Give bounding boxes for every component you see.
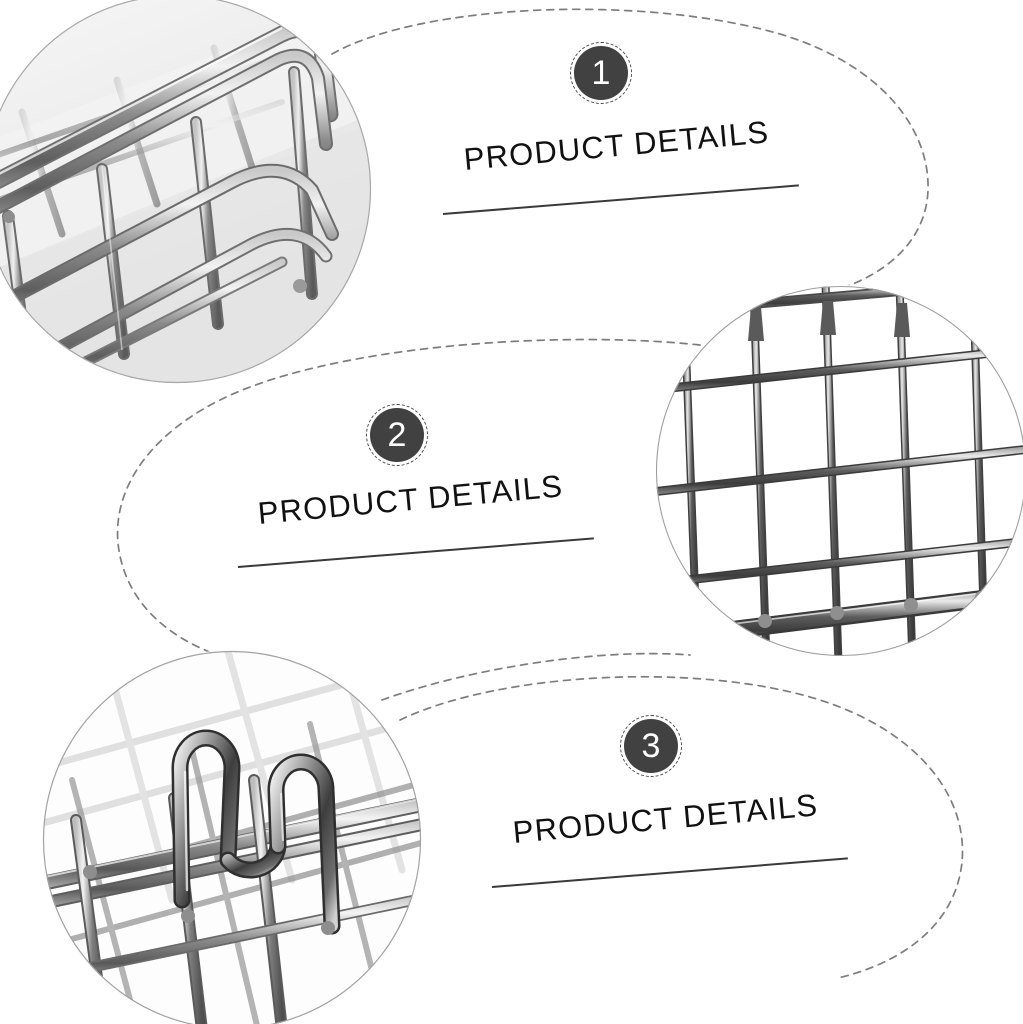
step-rule-3 <box>491 857 848 888</box>
step-badge-1: 1 <box>570 42 632 104</box>
step-caption-3: PRODUCT DETAILS <box>511 787 820 850</box>
badge-number-3: 3 <box>624 719 678 773</box>
badge-ring-1 <box>570 42 632 104</box>
badge-ring-2 <box>366 404 428 466</box>
step-badge-3: 3 <box>620 715 682 777</box>
badge-ring-3 <box>620 715 682 777</box>
step-badge-2: 2 <box>366 404 428 466</box>
step-group-2: 2 PRODUCT DETAILS <box>237 404 594 568</box>
product-photo-2 <box>655 285 1023 657</box>
badge-number-1: 1 <box>574 46 628 100</box>
product-photo-3 <box>42 650 422 1024</box>
badge-number-2: 2 <box>370 408 424 462</box>
step-group-1: 1 PRODUCT DETAILS <box>0 0 1023 260</box>
